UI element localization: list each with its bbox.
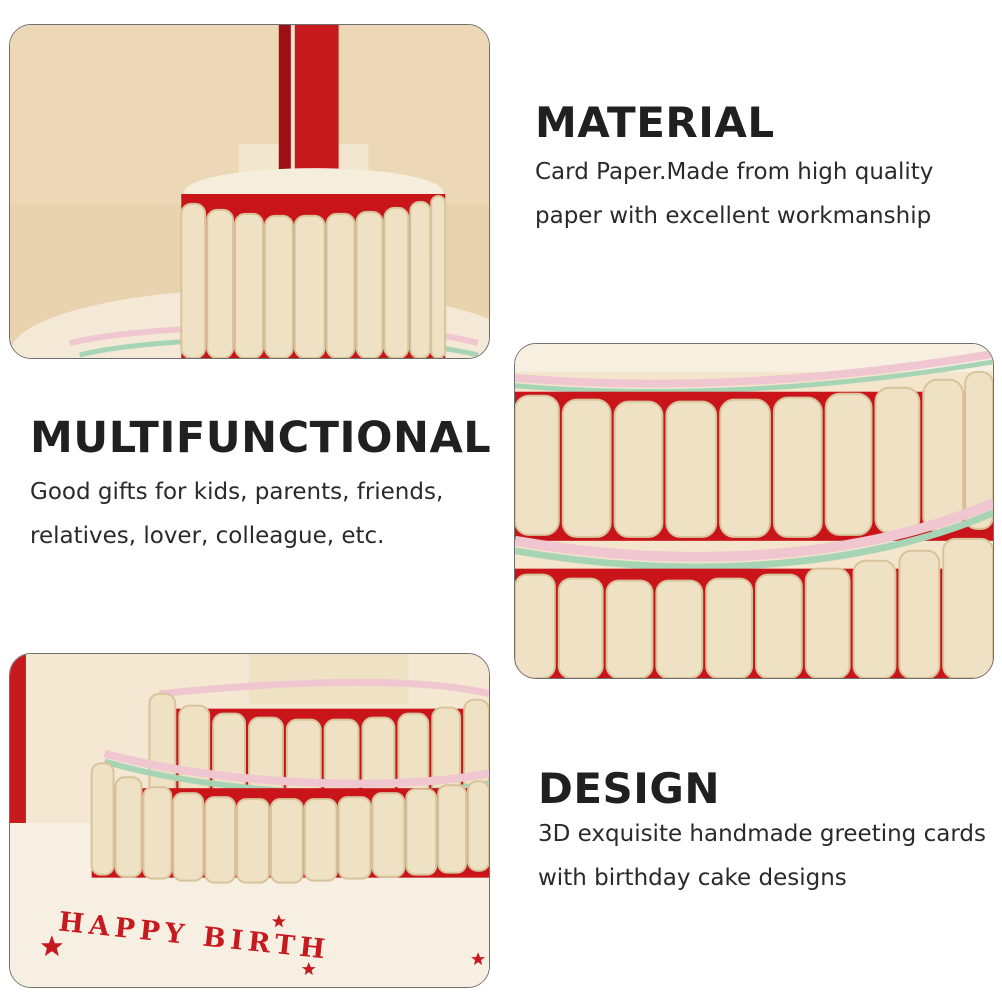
material-heading: MATERIAL (535, 98, 775, 147)
multifunctional-description-line-1: Good gifts for kids, parents, friends, (30, 479, 444, 505)
design-description-line-1: 3D exquisite handmade greeting cards (538, 821, 986, 847)
cake-with-card-text-illustration: HAPPY BIRTH (10, 654, 489, 987)
design-description: 3D exquisite handmade greeting cards wit… (538, 812, 986, 900)
design-description-line-2: with birthday cake designs (538, 865, 847, 891)
material-description-line-2: paper with excellent workmanship (535, 203, 932, 229)
material-description-line-1: Card Paper.Made from high quality (535, 159, 934, 185)
photo-cake-top-tier (9, 24, 490, 359)
material-description: Card Paper.Made from high quality paper … (535, 150, 933, 238)
cake-tiers-closeup-illustration (515, 344, 993, 678)
multifunctional-description: Good gifts for kids, parents, friends, r… (30, 470, 443, 558)
multifunctional-description-line-2: relatives, lover, colleague, etc. (30, 523, 385, 549)
cake-top-tier-illustration (10, 25, 489, 358)
design-heading: DESIGN (538, 764, 721, 813)
multifunctional-heading: MULTIFUNCTIONAL (30, 413, 492, 463)
photo-cake-with-card-text: HAPPY BIRTH (9, 653, 490, 988)
photo-cake-tiers-closeup (514, 343, 994, 679)
